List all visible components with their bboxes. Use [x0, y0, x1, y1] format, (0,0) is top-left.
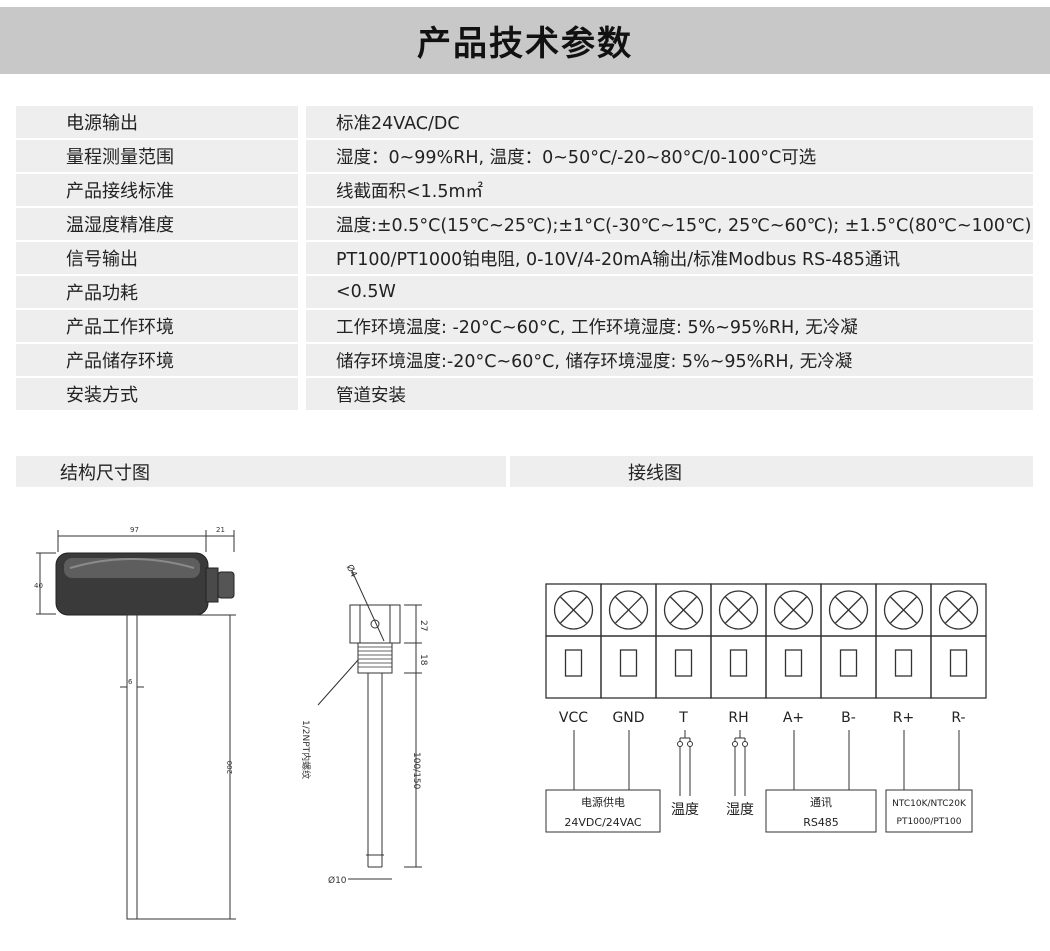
- terminal-clamp-slot: [619, 649, 638, 677]
- spec-label: 产品功耗: [16, 276, 306, 308]
- terminal-screw-cross: [945, 596, 972, 624]
- power-box-line1: 电源供电: [581, 795, 625, 809]
- terminal-clamp-slot: [729, 649, 748, 677]
- terminal-screw-icon: [663, 590, 704, 630]
- comm-box-line1: 通讯: [810, 796, 832, 809]
- spec-row: 安装方式管道安装: [16, 378, 1033, 410]
- spec-label: 安装方式: [16, 378, 306, 410]
- power-box-line2: 24VDC/24VAC: [564, 816, 642, 829]
- spec-row: 电源输出标准24VAC/DC: [16, 106, 1033, 138]
- terminal-screw-icon: [553, 590, 594, 630]
- dim-label-40: 40: [34, 582, 43, 590]
- spec-value: 温度:±0.5°C(15℃~25℃);±1°C(-30℃~15℃, 25℃~60…: [306, 208, 1033, 240]
- wiring-diagram: VCC GND T RH A+ B- R+ R- 电源供电 24VDC/24VAC 温度 湿度…: [545, 583, 987, 833]
- terminal-screw-icon: [883, 590, 924, 630]
- spec-value: 湿度：0~99%RH, 温度：0~50°C/-20~80°C/0-100°C可选: [306, 140, 1033, 172]
- terminal-label: R-: [951, 710, 965, 726]
- spec-value: 储存环境温度:-20°C~60°C, 储存环境湿度: 5%~95%RH, 无冷凝: [306, 344, 1033, 376]
- terminal-screw-cross: [890, 596, 917, 624]
- terminal-clamp-cell: [765, 635, 822, 699]
- spec-label: 产品工作环境: [16, 310, 306, 342]
- section-header-wiring: 接线图: [510, 456, 1033, 487]
- temperature-label: 温度: [671, 802, 699, 818]
- terminal-label: GND: [612, 710, 644, 726]
- terminal-clamp-cell: [600, 635, 657, 699]
- spec-value: 线截面积<1.5m㎡: [306, 174, 1033, 206]
- spec-value: PT100/PT1000铂电阻, 0-10V/4-20mA输出/标准Modbus…: [306, 242, 1033, 274]
- spec-label: 温湿度精准度: [16, 208, 306, 240]
- spec-label: 产品接线标准: [16, 174, 306, 206]
- spec-row: 量程测量范围湿度：0~99%RH, 温度：0~50°C/-20~80°C/0-1…: [16, 140, 1033, 172]
- terminal-screw-cross: [780, 596, 807, 624]
- terminal-clamp-cell: [930, 635, 987, 699]
- terminal-label: R+: [893, 710, 914, 726]
- dim-label-200: 200: [226, 761, 234, 774]
- ntc-box-line2: PT1000/PT100: [897, 817, 962, 827]
- page-title: 产品技术参数: [417, 24, 633, 64]
- terminal-screw-icon: [938, 590, 979, 630]
- terminal-clamp-slot: [949, 649, 968, 677]
- terminal-label: VCC: [559, 710, 588, 726]
- terminal-clamp-cell: [710, 635, 767, 699]
- spec-value: 工作环境温度: -20°C~60°C, 工作环境湿度: 5%~95%RH, 无冷…: [306, 310, 1033, 342]
- dim-label-6: 6: [128, 678, 133, 686]
- spec-value: <0.5W: [306, 276, 1033, 308]
- terminal-clamp-slot: [894, 649, 913, 677]
- terminal-clamp-slot: [784, 649, 803, 677]
- section-header-dimensions: 结构尺寸图: [16, 456, 506, 487]
- dim-label-97: 97: [130, 526, 139, 534]
- spec-row: 产品工作环境工作环境温度: -20°C~60°C, 工作环境湿度: 5%~95%…: [16, 310, 1033, 342]
- title-bar: 产品技术参数: [0, 7, 1050, 74]
- dim-label-18: 18: [418, 654, 428, 666]
- terminal-label: A+: [783, 710, 804, 726]
- dim-label-100-150: 100/150: [411, 752, 421, 790]
- dimension-drawing-housing: 97 21 40 6 200: [34, 526, 236, 920]
- terminal-clamp-cell: [875, 635, 932, 699]
- terminal-screw-cross: [615, 596, 642, 624]
- spec-label: 产品储存环境: [16, 344, 306, 376]
- terminal-clamp-slot: [674, 649, 693, 677]
- dim-label-phi4: Ø4: [344, 563, 359, 580]
- terminal-clamp-cell: [655, 635, 712, 699]
- terminal-label: RH: [728, 710, 748, 726]
- spec-row: 产品接线标准线截面积<1.5m㎡: [16, 174, 1033, 206]
- terminal-screw-cross: [670, 596, 697, 624]
- terminal-label: T: [678, 710, 688, 726]
- dimension-drawing-probe: Ø4 27 18 1/2NPT内螺纹 100/150 Ø10: [300, 563, 428, 886]
- spec-value: 管道安装: [306, 378, 1033, 410]
- spec-label: 信号输出: [16, 242, 306, 274]
- dim-label-phi10: Ø10: [328, 875, 347, 886]
- spec-row: 温湿度精准度温度:±0.5°C(15℃~25℃);±1°C(-30℃~15℃, …: [16, 208, 1033, 240]
- terminal-label: B-: [841, 710, 856, 726]
- dim-label-thread: 1/2NPT内螺纹: [300, 720, 312, 779]
- ntc-box-line1: NTC10K/NTC20K: [892, 799, 967, 809]
- spec-label: 电源输出: [16, 106, 306, 138]
- dim-label-27: 27: [418, 620, 428, 631]
- spec-value: 标准24VAC/DC: [306, 106, 1033, 138]
- spec-row: 产品功耗<0.5W: [16, 276, 1033, 308]
- spec-label: 量程测量范围: [16, 140, 306, 172]
- terminal-clamp-cell: [545, 635, 602, 699]
- terminal-screw-cross: [725, 596, 752, 624]
- humidity-label: 湿度: [726, 802, 754, 818]
- comm-box-line2: RS485: [803, 816, 839, 829]
- section-title-dimensions: 结构尺寸图: [60, 462, 150, 484]
- terminal-clamp-cell: [820, 635, 877, 699]
- terminal-screw-cross: [560, 596, 587, 624]
- terminal-clamp-slot: [839, 649, 858, 677]
- terminal-screw-cross: [835, 596, 862, 624]
- terminal-clamp-slot: [564, 649, 583, 677]
- terminal-screw-icon: [828, 590, 869, 630]
- spec-row: 产品储存环境储存环境温度:-20°C~60°C, 储存环境湿度: 5%~95%R…: [16, 344, 1033, 376]
- section-title-wiring: 接线图: [628, 462, 682, 484]
- dim-label-21: 21: [216, 526, 225, 534]
- terminal-screw-icon: [773, 590, 814, 630]
- terminal-screw-icon: [718, 590, 759, 630]
- terminal-screw-icon: [608, 590, 649, 630]
